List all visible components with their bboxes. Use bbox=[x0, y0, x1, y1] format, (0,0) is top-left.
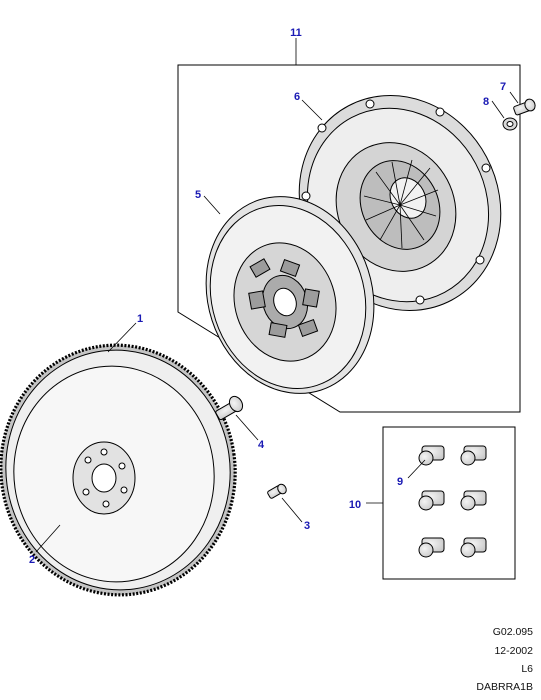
callout-8: 8 bbox=[483, 96, 489, 108]
bolt-set-outline bbox=[382, 426, 516, 580]
callout-7: 7 bbox=[500, 81, 506, 93]
clutch-disc bbox=[205, 196, 375, 394]
figure-number: G02.095 bbox=[492, 626, 533, 638]
callout-3: 3 bbox=[304, 520, 310, 532]
pressure-plate-bolt bbox=[513, 98, 536, 116]
bolt-set-bolt bbox=[460, 537, 487, 558]
callout-2: 2 bbox=[29, 554, 35, 566]
bolt-set-bolt bbox=[460, 445, 487, 466]
clutch-kit-outline bbox=[177, 64, 521, 413]
callout-6: 6 bbox=[294, 91, 300, 103]
callout-5: 5 bbox=[195, 189, 201, 201]
callout-10: 10 bbox=[349, 499, 361, 511]
dowel bbox=[267, 483, 287, 499]
callout-9: 9 bbox=[397, 476, 403, 488]
bolt-set-bolt bbox=[460, 490, 487, 511]
figure-variant: L6 bbox=[521, 663, 533, 675]
flywheel-bolt bbox=[215, 395, 244, 421]
figure-code: DABRRA1B bbox=[476, 681, 533, 693]
bolt-set-bolt bbox=[418, 537, 445, 558]
leader-lines bbox=[35, 38, 519, 553]
callout-1: 1 bbox=[137, 313, 143, 325]
figure-date: 12-2002 bbox=[494, 645, 533, 657]
bolt-set-bolt bbox=[418, 490, 445, 511]
callout-11: 11 bbox=[290, 27, 302, 39]
bolt-set-bolt bbox=[418, 445, 445, 466]
bolt-set bbox=[418, 445, 487, 558]
flywheel bbox=[0, 343, 237, 597]
washer bbox=[502, 117, 518, 131]
callout-4: 4 bbox=[258, 439, 265, 451]
